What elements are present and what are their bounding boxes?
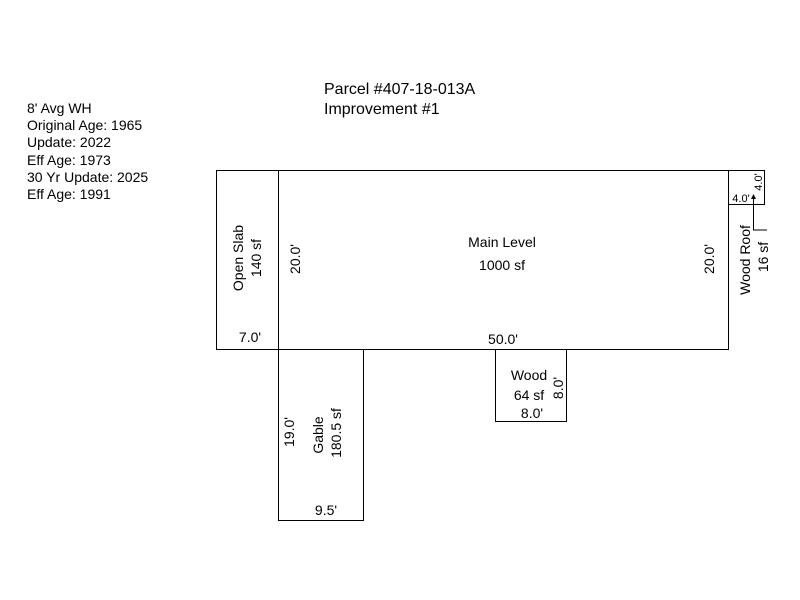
parcel-number: Parcel #407-18-013A — [324, 81, 476, 98]
main-level-area: 1000 sf — [479, 257, 525, 273]
info-line-eff-age-2: Eff Age: 1991 — [27, 186, 111, 203]
gable-width: 9.5' — [315, 502, 337, 518]
wood-roof-leader-line — [753, 196, 767, 231]
wood-area: 64 sf — [514, 387, 544, 403]
wood-width: 8.0' — [521, 405, 543, 421]
wood-roof-leader-arrow — [751, 194, 756, 199]
main-level-width: 50.0' — [488, 331, 518, 347]
info-line-30yr-update: 30 Yr Update: 2025 — [27, 168, 149, 185]
open-slab-name: Open Slab — [230, 225, 246, 291]
gable-name: Gable — [310, 416, 326, 454]
wood-name: Wood — [511, 367, 547, 383]
info-line-update: Update: 2022 — [27, 134, 112, 151]
wood-depth: 8.0' — [550, 377, 566, 399]
wood-outline — [495, 349, 567, 422]
gable-area: 180.5 sf — [328, 408, 344, 458]
main-level-depth-right: 20.0' — [701, 244, 717, 274]
main-level-depth-left: 20.0' — [287, 244, 303, 274]
improvement-info: 8' Avg WH Original Age: 1965 Update: 202… — [27, 100, 148, 203]
wood-roof-outline — [728, 170, 765, 205]
info-line-eff-age: Eff Age: 1973 — [27, 151, 111, 168]
wood-roof-depth: 4.0' — [753, 173, 765, 190]
wood-roof-width: 4.0' — [732, 193, 749, 205]
main-level-name: Main Level — [468, 234, 536, 250]
improvement-number: Improvement #1 — [324, 101, 440, 118]
gable-outline — [278, 349, 364, 521]
info-line-avg-wall-height: 8' Avg WH — [27, 100, 92, 116]
info-line-original-age: Original Age: 1965 — [27, 117, 143, 134]
gable-depth: 19.0' — [281, 417, 297, 447]
wood-roof-name: Wood Roof — [737, 225, 753, 295]
sketch-header: Parcel #407-18-013A Improvement #1 — [324, 80, 475, 120]
wood-roof-area: 16 sf — [755, 242, 771, 272]
open-slab-width: 7.0' — [239, 329, 261, 345]
open-slab-area: 140 sf — [248, 239, 264, 277]
